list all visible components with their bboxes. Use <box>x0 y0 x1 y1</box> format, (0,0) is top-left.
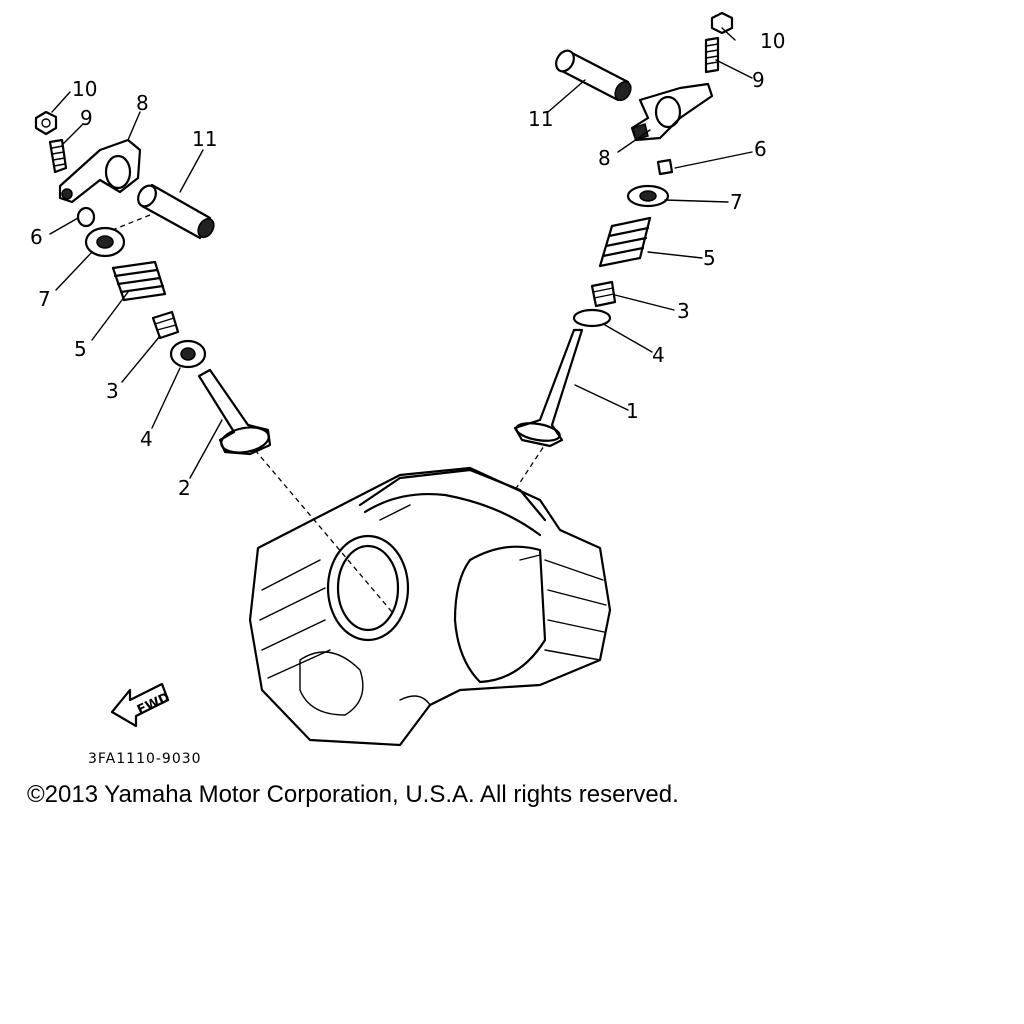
callout-left-stem-seal: 3 <box>106 379 119 403</box>
callout-left-spring-seat: 4 <box>140 427 153 451</box>
rocker-arm-right <box>630 82 714 142</box>
cylinder-head <box>248 466 612 747</box>
locknut-right <box>710 11 734 35</box>
callout-right-rocker-arm: 8 <box>598 146 611 170</box>
exhaust-valve <box>197 368 272 456</box>
callouts-left: 10 9 8 11 6 7 5 3 4 2 <box>30 77 217 500</box>
diagram-part-code: 3FA1110-9030 <box>88 751 202 767</box>
valve-guide-line-right <box>514 439 549 491</box>
callout-right-spring: 5 <box>703 246 716 270</box>
leader-lines <box>49 27 753 479</box>
stem-seal-right <box>590 280 617 308</box>
callout-left-adjuster: 9 <box>80 106 93 130</box>
callout-left-spring: 5 <box>74 337 87 361</box>
locknut-left <box>34 110 58 136</box>
copyright-notice: ©2013 Yamaha Motor Corporation, U.S.A. A… <box>27 781 679 808</box>
valve-cotter-right <box>656 158 674 176</box>
callout-left-locknut: 10 <box>72 77 97 101</box>
callout-left-valve: 2 <box>178 476 191 500</box>
right-valve-train <box>513 11 734 448</box>
valve-spring-left <box>111 260 167 302</box>
callout-right-spring-seat: 4 <box>652 343 665 367</box>
callout-right-locknut: 10 <box>760 29 785 53</box>
callout-right-adjuster: 9 <box>752 68 765 92</box>
callout-left-cotter: 6 <box>30 225 43 249</box>
callout-right-stem-seal: 3 <box>677 299 690 323</box>
callout-right-cotter: 6 <box>754 137 767 161</box>
callout-left-rocker-arm: 8 <box>136 91 149 115</box>
valve-cotter-left <box>76 206 96 228</box>
callout-right-retainer: 7 <box>730 190 743 214</box>
callout-right-rocker-shaft: 11 <box>528 107 553 131</box>
adjuster-screw-left <box>48 138 68 174</box>
adjuster-screw-right <box>704 36 720 74</box>
intake-valve <box>513 328 584 448</box>
callouts-right: 10 9 11 8 6 7 5 3 4 1 <box>528 29 785 423</box>
callout-left-retainer: 7 <box>38 287 51 311</box>
left-valve-train <box>34 110 272 456</box>
callout-left-rocker-shaft: 11 <box>192 127 217 151</box>
spring-seat-right <box>572 308 612 328</box>
forward-arrow-icon: FWD <box>110 682 172 728</box>
callout-right-valve: 1 <box>626 399 639 423</box>
valve-spring-right <box>598 216 652 268</box>
valve-guide-line-left <box>254 449 393 613</box>
